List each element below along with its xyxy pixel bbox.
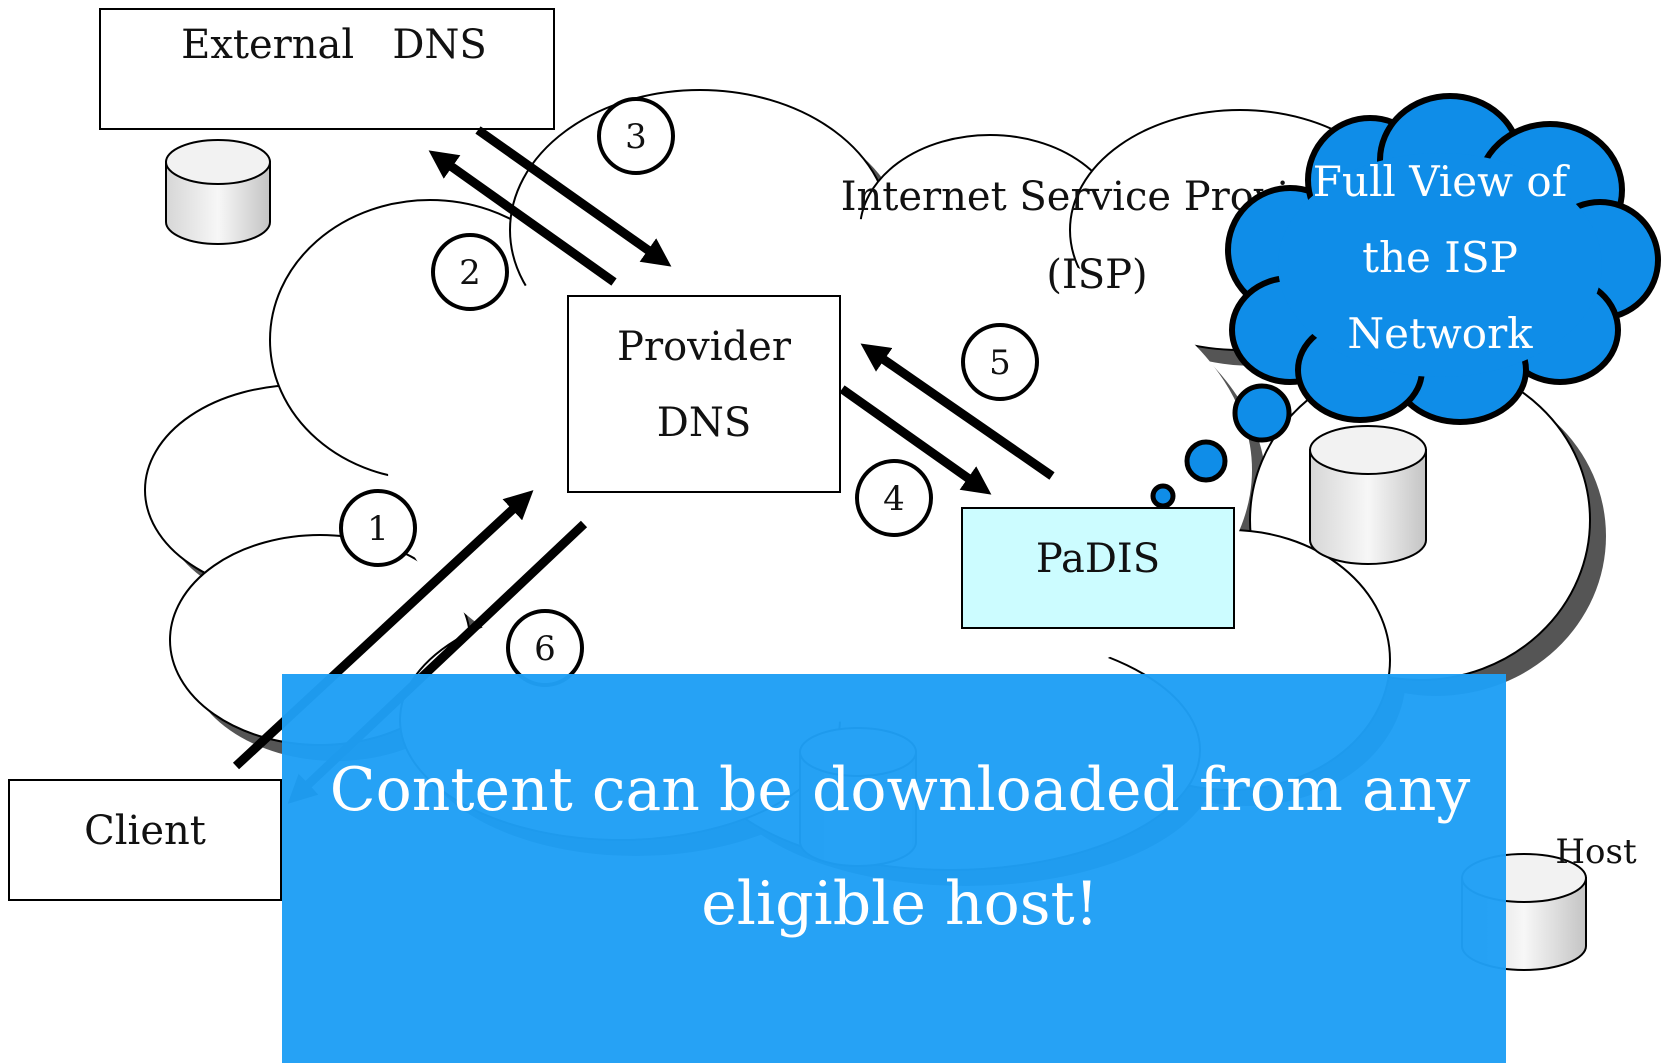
svg-text:4: 4: [883, 479, 905, 519]
svg-text:3: 3: [625, 117, 647, 157]
external-dns-storage-icon: [165, 139, 271, 245]
banner-box: [282, 674, 1506, 1063]
arrow-step-3: [475, 126, 672, 267]
full-view-thought-bubble-fill: [1278, 153, 1602, 377]
provider-dns-label-line2: DNS: [657, 400, 751, 446]
banner-line2: eligible host!: [701, 869, 1098, 939]
provider-dns-box: [567, 295, 841, 493]
svg-text:5: 5: [989, 343, 1011, 383]
isp-label-line2: (ISP): [1046, 252, 1147, 298]
client-box: [8, 779, 282, 901]
isp-label-line1: Internet Service Provi: [841, 174, 1290, 220]
external-dns-box: [99, 8, 555, 130]
bubble-label-line3: Network: [1347, 309, 1533, 358]
arrow-step-4: [839, 385, 992, 495]
bubble-label-line1: Full View of: [1313, 157, 1571, 206]
thought-bubble-dots: [1150, 383, 1292, 509]
client-label: Client: [84, 808, 206, 854]
svg-text:1: 1: [367, 509, 389, 549]
svg-text:6: 6: [534, 629, 556, 669]
step-circle-5: 5: [961, 323, 1039, 401]
bubble-label-line2: the ISP: [1362, 233, 1518, 282]
isp-host-storage-icon: [1309, 425, 1427, 565]
arrow-step-2: [428, 150, 617, 286]
host-label: Host: [1555, 832, 1637, 872]
step-circle-1: 1: [339, 489, 417, 567]
arrow-step-5: [860, 343, 1055, 480]
padis-label: PaDIS: [1036, 536, 1160, 582]
step-circle-4: 4: [855, 459, 933, 537]
svg-text:2: 2: [459, 253, 481, 293]
step-circle-3: 3: [597, 97, 675, 175]
provider-dns-label-line1: Provider: [617, 324, 792, 370]
banner-line1: Content can be downloaded from any: [330, 755, 1471, 825]
step-circle-2: 2: [431, 233, 509, 311]
padis-box: [961, 507, 1235, 629]
external-dns-label: External DNS: [181, 22, 487, 68]
step-circle-6: 6: [506, 609, 584, 687]
flow-arrows: [232, 126, 1055, 804]
